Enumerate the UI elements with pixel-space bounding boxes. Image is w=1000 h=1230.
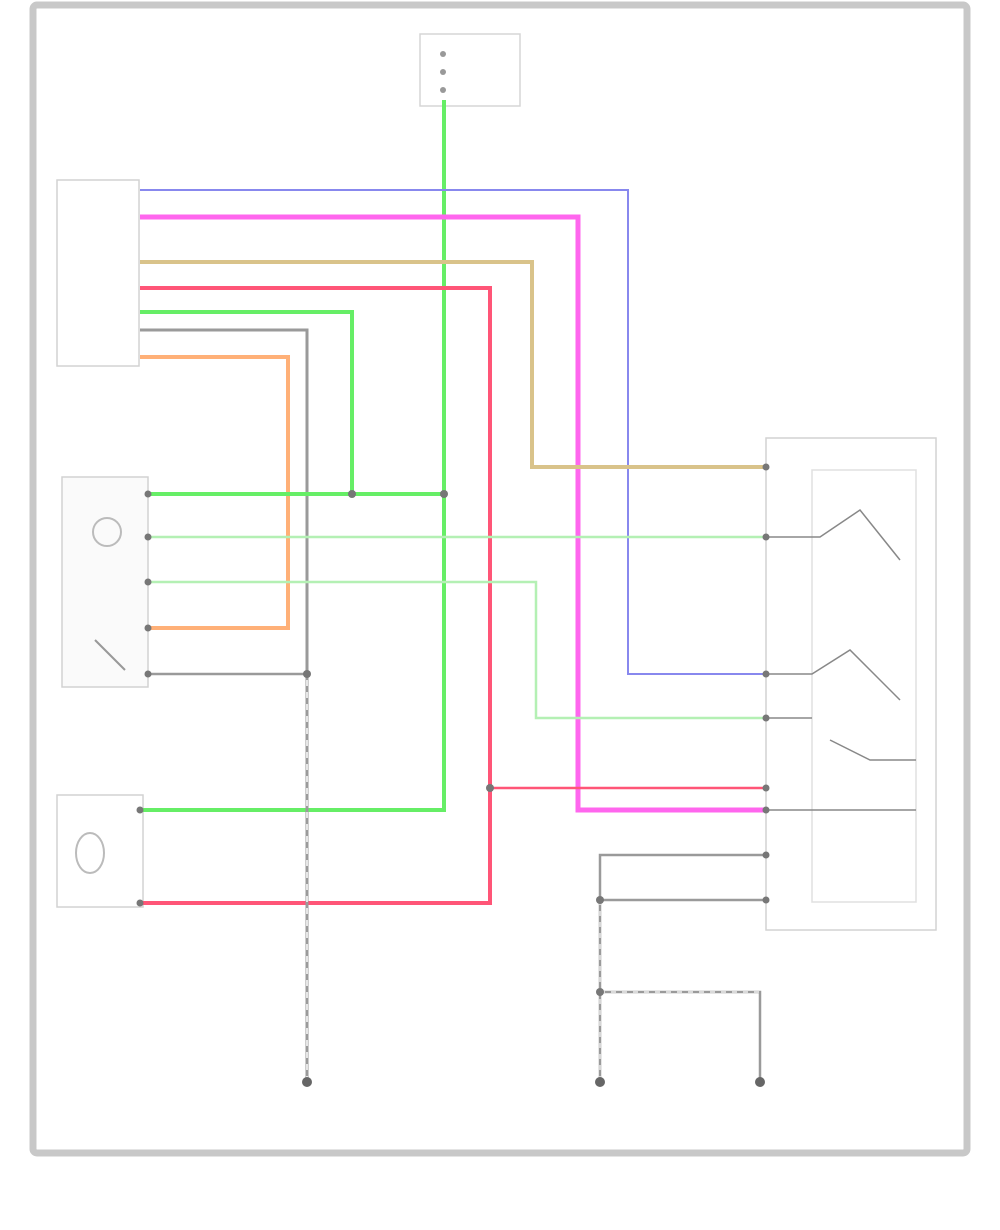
wire-pink: [140, 214, 766, 813]
ground-symbol-3: [755, 1077, 765, 1087]
ground-symbol-1: [302, 1077, 312, 1087]
top-connector: [419, 33, 521, 107]
outer-frame: [29, 1, 971, 1157]
left-mid-component: [61, 476, 149, 688]
ground-symbol-2: [595, 1077, 605, 1087]
junction-dots: [136, 463, 770, 996]
module-internal-switches: [766, 508, 916, 811]
wire-gray: [140, 328, 309, 1078]
left-lower-component: [56, 794, 144, 908]
wire-tan: [140, 260, 766, 469]
wire-red: [140, 286, 492, 905]
right-module: [765, 437, 937, 931]
wire-right-gray1: [598, 853, 766, 1078]
left-upper-component: [56, 179, 140, 367]
wire-green-trunk: [140, 100, 446, 812]
wire-sw-lg2: [148, 580, 766, 720]
wire-gnd-branch: [600, 990, 762, 1078]
wire-green-left: [140, 310, 354, 494]
wire-blue: [140, 189, 766, 675]
